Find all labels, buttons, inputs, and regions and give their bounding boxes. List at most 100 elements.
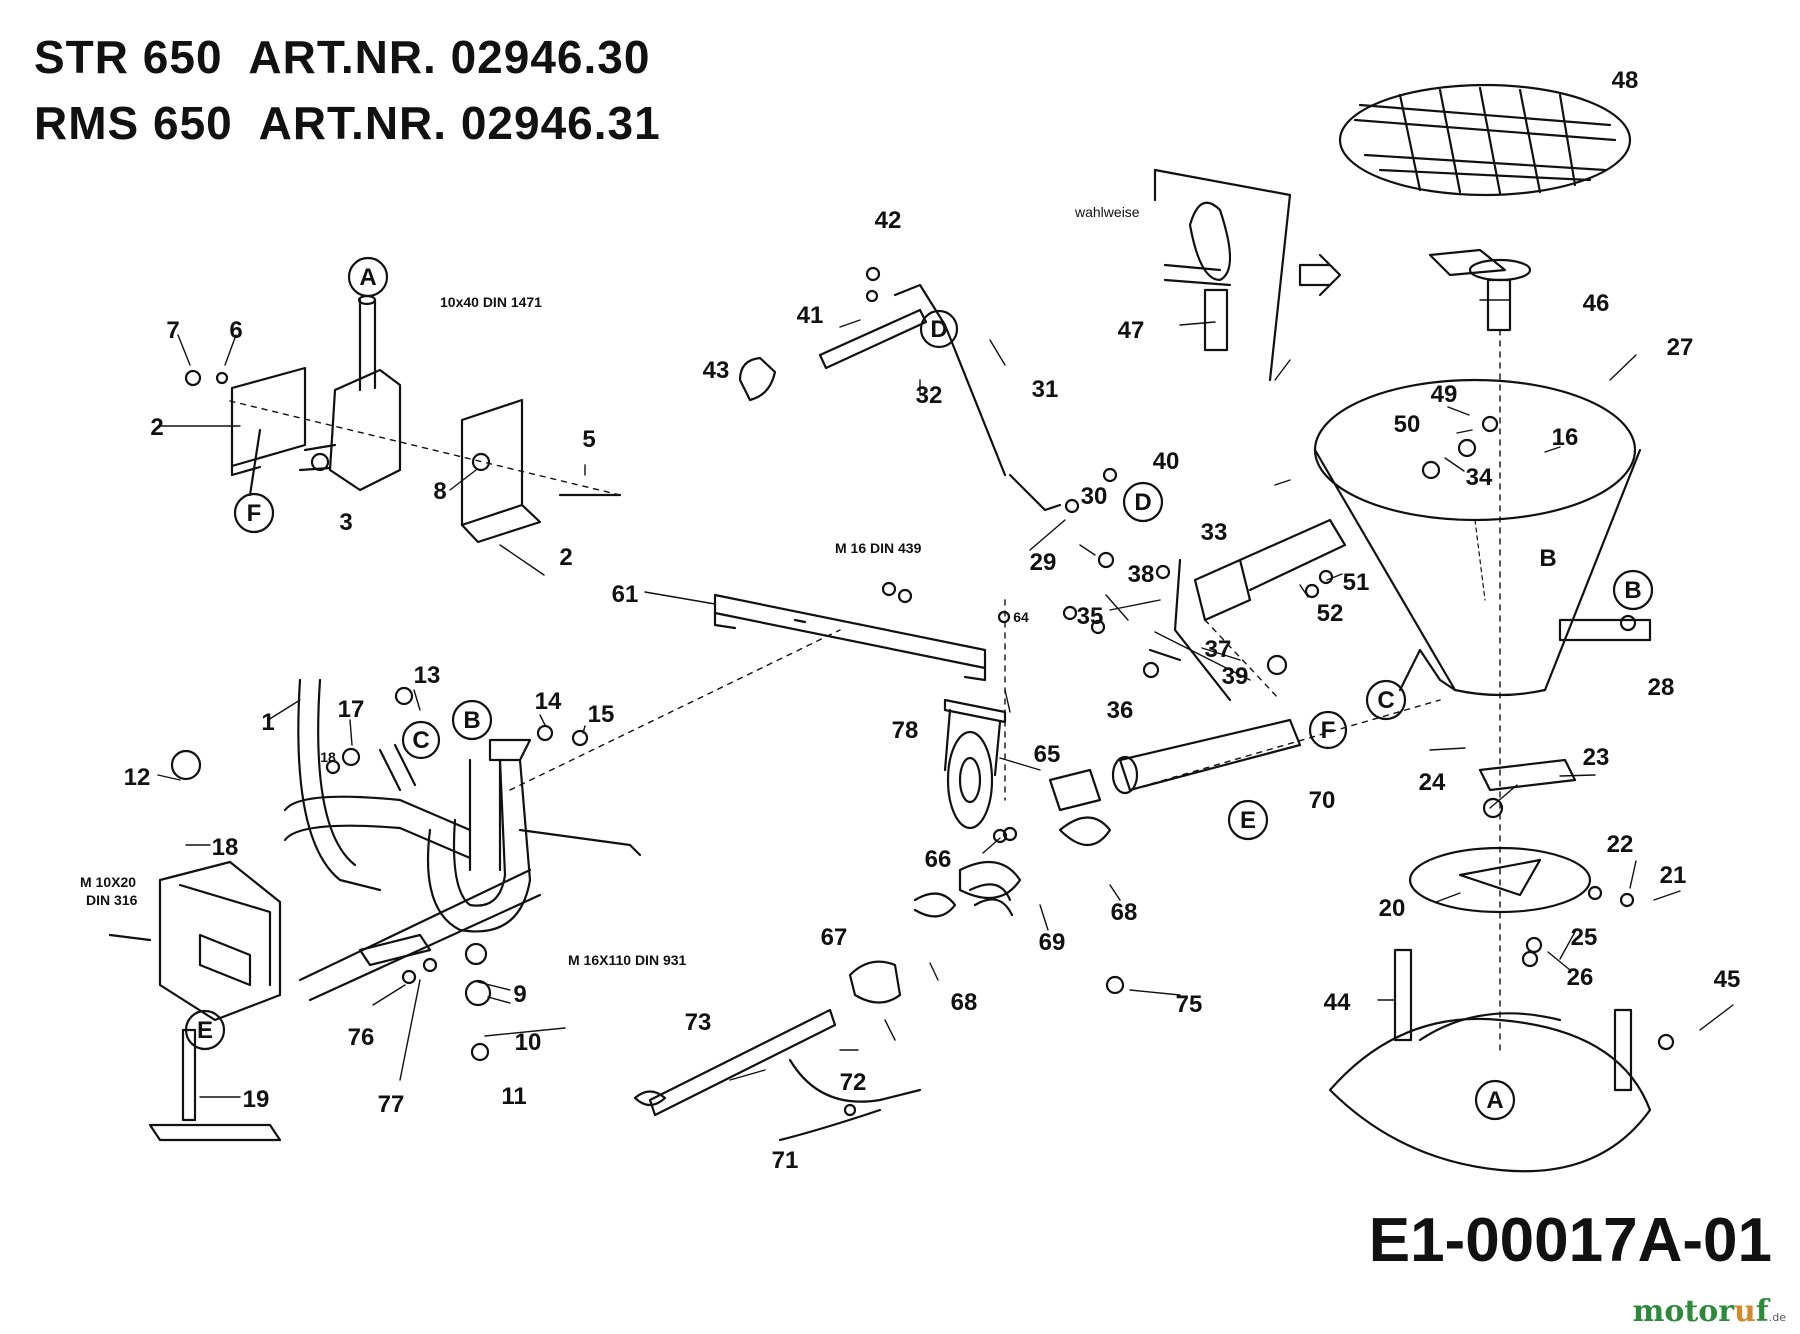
spec-screw-line-1: M 10X20 [80,874,136,890]
ref-letter-e-plate: E [197,1017,213,1044]
ref-letter-b-hopper: B [1624,577,1641,604]
part-label-21: 21 [1660,862,1687,889]
spec-bolt: M 16X110 DIN 931 [568,952,687,968]
part-label-65: 65 [1034,741,1061,768]
part-label-24: 24 [1419,769,1446,796]
part-label-18: 18 [212,834,239,861]
part-label-41: 41 [797,302,824,329]
ref-letter-b-plain: B [1539,545,1556,572]
spec-pin: 10x40 DIN 1471 [440,294,542,310]
part-label-25: 25 [1571,924,1598,951]
part-label-73: 73 [685,1009,712,1036]
part-label-71: 71 [772,1147,799,1174]
model-title-line-2: RMS 650 ART.NR. 02946.31 [34,97,661,149]
part-label-18a: 18 [320,749,336,765]
hopper-mount [1148,518,1347,702]
part-label-20: 20 [1379,895,1406,922]
caster-wheel [943,599,1007,830]
watermark-suffix: .de [1768,1311,1786,1324]
part-label-19: 19 [243,1086,270,1113]
part-label-12: 12 [124,764,151,791]
fasteners [170,289,1675,1117]
part-label-31: 31 [1032,376,1059,403]
part-label-32: 32 [916,382,943,409]
part-label-8: 8 [433,478,446,505]
part-numbers: 1 2 2 3 5 6 7 8 9 10 11 12 13 14 15 16 1… [124,67,1741,1174]
part-label-14: 14 [535,688,562,715]
part-label-67: 67 [821,924,848,951]
reference-circles [184,256,1654,1121]
part-label-46: 46 [1583,290,1610,317]
leader-lines [157,299,1734,1098]
main-frame [283,678,642,1002]
part-label-61: 61 [612,581,639,608]
ref-letter-b-frame: B [463,707,480,734]
part-label-78: 78 [892,717,919,744]
drive-shaft-assembly [633,699,1441,1142]
part-label-2: 2 [150,414,163,441]
part-label-30: 30 [1081,483,1108,510]
part-label-72: 72 [840,1069,867,1096]
part-label-49: 49 [1431,381,1458,408]
ref-letter-c-shaft: C [1377,687,1394,714]
reference-letters: A F D D B C E E C F A B B [197,264,1642,1114]
spec-screw-line-2: DIN 316 [86,892,138,908]
part-label-50: 50 [1394,411,1421,438]
ref-letter-a-stand: A [1486,1087,1503,1114]
part-label-76: 76 [348,1024,375,1051]
lever-assembly [738,266,1062,512]
spreader-disc-shaft [1428,248,1532,1051]
part-label-66: 66 [925,846,952,873]
support-plate [108,860,282,1142]
hopper-funnel [1313,378,1652,697]
part-label-27: 27 [1667,334,1694,361]
ref-letter-f-left: F [247,500,262,527]
part-label-2b: 2 [559,544,572,571]
part-label-68a: 68 [1111,899,1138,926]
ref-letter-a-top: A [359,264,376,291]
option-note: wahlweise [1074,204,1140,220]
part-label-9: 9 [513,981,526,1008]
stand-frame [1328,948,1652,1173]
part-label-68b: 68 [951,989,978,1016]
part-label-1: 1 [261,709,274,736]
part-label-3: 3 [339,509,352,536]
part-label-7: 7 [166,317,179,344]
part-label-34: 34 [1466,464,1493,491]
ref-letter-f-shaft: F [1321,717,1336,744]
part-label-75: 75 [1176,991,1203,1018]
optional-agitator [1153,168,1342,382]
part-label-64: 64 [1013,609,1029,625]
part-label-11: 11 [501,1083,526,1110]
drawing-code: E1-00017A-01 [1368,1206,1772,1275]
part-label-13: 13 [414,662,441,689]
ref-letter-c-frame: C [412,727,429,754]
part-label-52: 52 [1317,600,1344,627]
part-label-16: 16 [1552,424,1579,451]
part-label-48: 48 [1612,67,1639,94]
part-label-39: 39 [1222,663,1249,690]
part-label-22: 22 [1607,831,1634,858]
part-label-10: 10 [515,1029,542,1056]
part-label-37: 37 [1205,636,1232,663]
part-label-6: 6 [229,317,242,344]
part-label-42: 42 [875,207,902,234]
gearbox-assembly [229,294,622,544]
part-label-15: 15 [588,701,615,728]
part-label-17: 17 [338,696,365,723]
part-label-23: 23 [1583,744,1610,771]
spreader-plate [1408,758,1592,914]
part-label-36: 36 [1107,697,1134,724]
part-label-51: 51 [1343,569,1370,596]
ref-letter-e-shaft: E [1240,807,1256,834]
part-label-35: 35 [1077,603,1104,630]
watermark-text-after: f [1755,1294,1769,1329]
part-label-28: 28 [1648,674,1675,701]
part-label-77: 77 [378,1091,405,1118]
crossbar [509,593,987,791]
part-label-29: 29 [1030,549,1057,576]
part-label-44: 44 [1324,989,1351,1016]
model-title-line-1: STR 650 ART.NR. 02946.30 [34,31,651,83]
part-label-33: 33 [1201,519,1228,546]
